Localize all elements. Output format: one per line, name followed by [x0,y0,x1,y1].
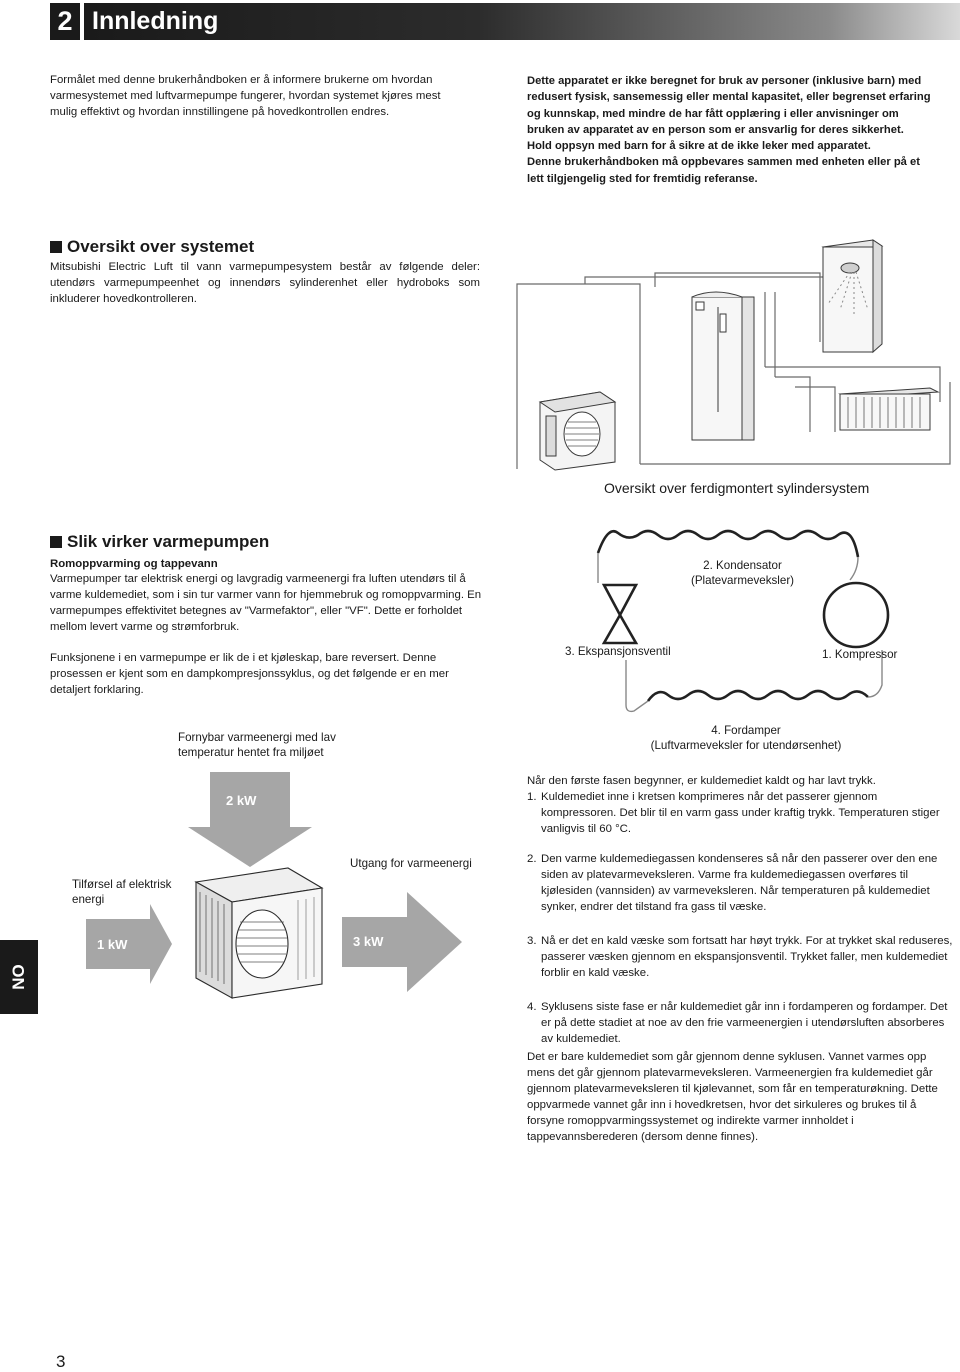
safety-line: lett tilgjengelig sted for fremtidig ref… [527,172,758,185]
overview-text: Mitsubishi Electric Luft til vann varmep… [50,261,480,305]
safety-line: og kunnskap, med mindre de har fått oppl… [527,107,899,120]
step-number: 4. [527,1001,537,1013]
step-number: 1. [527,791,537,803]
safety-line: Hold oppsyn med barn for å sikre at de i… [527,140,871,153]
overview-title: Oversikt over systemet [50,237,254,257]
step-number: 2. [527,853,537,865]
ambient-kw: 2 kW [226,793,257,808]
compressor-icon [822,581,890,649]
chapter-title: Innledning [92,7,219,35]
refrigerant-cycle-diagram [596,529,890,713]
compressor-label: 1. Kompressor [822,648,898,661]
closing-paragraph: Det er bare kuldemediet som går gjennom … [527,1051,938,1143]
safety-line: redusert fysisk, sansemessig eller menta… [527,91,931,104]
ambient-energy-label: Fornybar varmeenergi med lav temperatur … [178,731,336,759]
how-paragraph-2: Funksjonene i en varmepumpe er lik de i … [50,652,449,696]
step-number: 3. [527,935,537,947]
page-number: 3 [56,1352,66,1371]
step-text: Den varme kuldemediegassen kondenseres s… [541,853,938,913]
safety-line: Denne brukerhåndboken må oppbevares samm… [527,156,920,169]
steps-intro: Når den første fasen begynner, er kuldem… [527,775,876,787]
condenser-coil-icon [596,529,860,558]
outdoor-unit-icon [538,391,617,471]
evaporator-coil-icon [646,689,869,702]
heat-output-label: Utgang for varmeenergi [350,857,472,870]
condenser-label: 2. Kondensator (Platevarmeveksler) [690,558,795,588]
how-subtitle: Romoppvarming og tappevann [50,558,218,570]
cylinder-unit-icon [691,291,755,441]
ambient-energy-arrow [188,772,312,867]
radiator-icon [838,387,940,431]
electric-input-label: Tilførsel af elektrisk energi [72,878,172,906]
overview-title-text: Oversikt over systemet [67,237,255,256]
step-text: Nå er det en kald væske som fortsatt har… [541,935,953,979]
chapter-number: 2 [50,3,80,40]
electric-input-kw: 1 kW [97,937,128,952]
step-text: Syklusens siste fase er når kuldemediet … [541,1001,948,1045]
language-tab: NO [0,940,38,1014]
list-item: 1. Kuldemediet inne i kretsen komprimere… [527,789,955,837]
condenser-label-line2: (Platevarmeveksler) [690,574,795,587]
figure-caption: Oversikt over ferdigmontert sylindersyst… [604,480,870,496]
how-title: Slik virker varmepumpen [50,532,269,552]
list-item: 3. Nå er det en kald væske som fortsatt … [527,933,955,981]
section-marker-icon [50,241,62,253]
hot-water-tank-icon [821,239,884,354]
list-item: 2. Den varme kuldemediegassen kondensere… [527,851,955,915]
heat-output-kw: 3 kW [353,934,384,949]
cycle-steps-list: 1. Kuldemediet inne i kretsen komprimere… [527,789,955,1061]
safety-line: Dette apparatet er ikke beregnet for bru… [527,75,922,87]
evaporator-label-line1: 4. Fordamper [711,724,781,737]
step-text: Kuldemediet inne i kretsen komprimeres n… [541,791,940,835]
system-overview-figure [516,239,951,471]
language-tab-label: NO [9,964,28,990]
expansion-valve-icon [601,583,639,645]
outdoor-unit-icon [194,867,324,999]
how-title-text: Slik virker varmepumpen [67,532,270,551]
intro-text: Formålet med denne brukerhåndboken er å … [50,74,441,118]
evaporator-label-line2: (Luftvarmeveksler for utendørsenhet) [650,739,842,752]
condenser-label-line1: 2. Kondensator [703,559,782,572]
electric-input-arrow [86,904,172,984]
expansion-valve-label: 3. Ekspansjonsventil [565,645,671,658]
evaporator-label: 4. Fordamper (Luftvarmeveksler for utend… [646,723,846,753]
energy-flow-diagram [86,772,462,999]
shower-spray-icon [827,271,869,314]
safety-line: bruken av apparatet av en person som er … [527,123,904,136]
safety-notice: Dette apparatet er ikke beregnet for bru… [527,73,959,187]
list-item: 4. Syklusens siste fase er når kuldemedi… [527,999,955,1047]
how-paragraph-1: Varmepumper tar elektrisk energi og lavg… [50,573,482,633]
chapter-header-bar: Innledning [84,3,960,40]
heat-output-arrow [342,892,462,992]
section-marker-icon [50,536,62,548]
